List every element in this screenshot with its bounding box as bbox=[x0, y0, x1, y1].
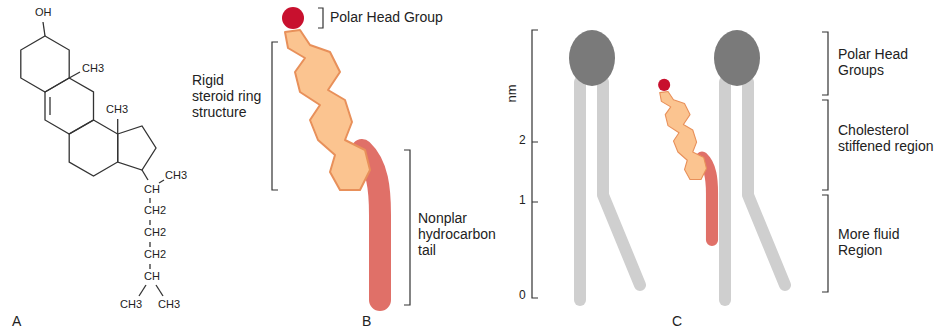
formula-atom: CH3 bbox=[82, 62, 104, 75]
formula-atom: OH bbox=[35, 6, 52, 19]
part-label: Polar Head Group bbox=[330, 9, 443, 25]
region-label: Cholesterol stiffened region bbox=[838, 122, 938, 154]
cholesterol-model bbox=[282, 7, 380, 300]
region-label: More fluid Region bbox=[838, 226, 938, 258]
brackets bbox=[272, 8, 410, 305]
phospholipid-head bbox=[569, 30, 615, 86]
formula-atom: CH3 bbox=[120, 298, 142, 311]
panel-letter: A bbox=[12, 313, 21, 329]
skeletal-formula bbox=[21, 22, 164, 296]
panel-letter: C bbox=[672, 313, 682, 329]
panel-letter: B bbox=[362, 313, 371, 329]
axis-tick: 2 bbox=[519, 134, 526, 148]
axis-tick: 0 bbox=[519, 289, 526, 303]
formula-atom: CH2 bbox=[144, 226, 166, 239]
formula-atom: CH3 bbox=[106, 103, 128, 116]
formula-atom: CH3 bbox=[165, 169, 187, 182]
axis-tick: 1 bbox=[519, 194, 526, 208]
region-brackets bbox=[822, 32, 828, 292]
part-label: Nonplar hydrocarbon tail bbox=[418, 210, 510, 258]
cholesterol-in-membrane bbox=[658, 79, 712, 240]
axis-unit: nm bbox=[505, 84, 520, 102]
formula-atom: CH2 bbox=[144, 248, 166, 261]
formula-atom: CH bbox=[144, 270, 160, 283]
phospholipid-head bbox=[714, 30, 760, 86]
formula-atom: CH2 bbox=[144, 204, 166, 217]
formula-atom: CH bbox=[144, 183, 160, 196]
formula-atom: CH3 bbox=[158, 298, 180, 311]
nm-axis bbox=[532, 30, 538, 298]
part-label: Rigid steroid ring structure bbox=[192, 72, 264, 120]
region-label: Polar Head Groups bbox=[838, 46, 938, 78]
